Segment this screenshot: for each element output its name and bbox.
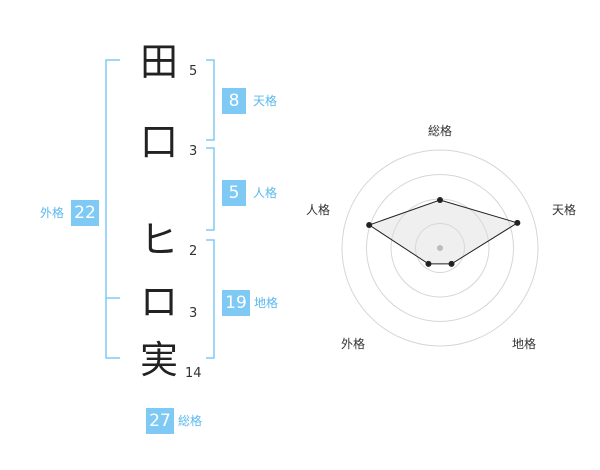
radar-point-3 (425, 260, 432, 267)
name-char-4: ロ (139, 280, 178, 324)
radar-ring-1 (415, 223, 465, 273)
radar-grid (341, 149, 539, 347)
ten-label: 天格 (253, 94, 278, 108)
name-char-1: 田 (139, 40, 178, 84)
chi-value-badge: 19 (222, 290, 250, 316)
radar-ring-3 (366, 174, 514, 322)
radar-axis-label-gai: 外格 (341, 337, 366, 351)
radar-axis-label-ten: 天格 (552, 203, 577, 217)
name-char-2: 口 (139, 120, 178, 164)
radar-value-polygon (368, 199, 519, 265)
name-char-5: 実 (139, 338, 178, 382)
jin-value-badge: 5 (222, 180, 246, 206)
radar-point-4 (366, 221, 373, 228)
so-label: 総格 (178, 414, 203, 428)
stroke-count-1: 5 (189, 64, 198, 79)
radar-ring-4 (341, 149, 539, 347)
radar-axis-label-jin: 人格 (306, 203, 331, 217)
radar-center-dot (437, 245, 443, 251)
stroke-count-5: 14 (185, 366, 202, 381)
chi-bracket (206, 239, 215, 359)
chi-label: 地格 (254, 296, 279, 310)
radar-point-1 (514, 219, 521, 226)
ten-bracket (206, 59, 215, 141)
jin-bracket (206, 147, 215, 231)
gai-value-badge: 22 (71, 200, 99, 226)
radar-point-0 (437, 196, 443, 203)
name-char-3: ヒ (139, 218, 178, 262)
ten-value-badge: 8 (222, 88, 246, 114)
gai-label: 外格 (40, 206, 65, 220)
radar-axis-label-so: 総格 (428, 124, 453, 138)
stroke-count-4: 3 (189, 306, 198, 321)
stroke-count-2: 3 (189, 144, 198, 159)
stroke-count-3: 2 (189, 244, 198, 259)
so-value-badge: 27 (146, 408, 174, 434)
radar-point-2 (448, 260, 455, 267)
jin-label: 人格 (253, 186, 278, 200)
radar-points (366, 196, 521, 267)
radar-axis-label-chi: 地格 (512, 337, 537, 351)
gai-bracket (105, 59, 120, 359)
